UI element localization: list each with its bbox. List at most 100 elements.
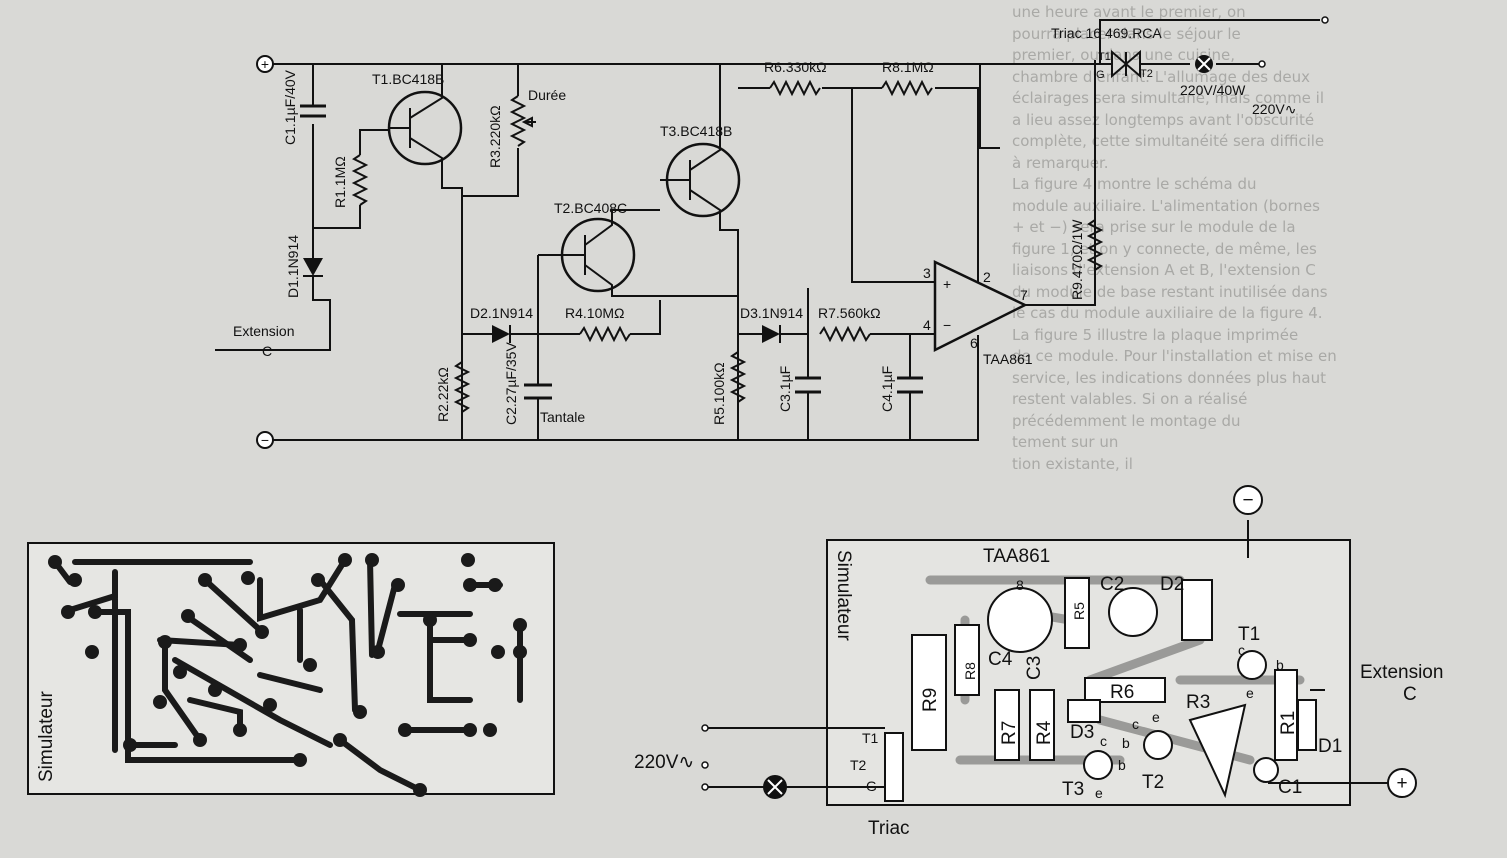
tantale-label: Tantale [540,409,585,425]
c3-capacitor-icon [795,376,821,394]
layout-extension-letter: C [1403,684,1417,705]
d2-label: D2.1N914 [470,305,533,321]
lamp-label: 220V/40W [1180,82,1246,98]
layout-triac-t2: T2 [850,757,867,773]
triac-part [884,732,904,802]
r3-label: R3.220kΩ [487,105,503,168]
r4-part-label: R4 [1034,720,1055,745]
d2-diode-icon [492,325,510,343]
c1-capacitor-icon [300,104,326,118]
r5-part [1064,577,1090,649]
component-layout: Simulateur R9 TAA861 8 C2 R5 D2 R8 C4 C3… [634,485,1443,839]
extension-label: Extension [233,323,294,339]
article-line: éclairages sera simultané, mais comme il [1012,89,1325,107]
article-line: de ce module. Pour l'installation et mis… [1012,347,1337,365]
d2-part [1181,579,1213,641]
minus-terminal-icon [256,431,274,449]
minus-terminal-label: − [261,432,269,448]
r5-part-label: R5 [1071,602,1087,620]
r8-part-label: R8 [962,662,978,680]
t3-label: T3.BC418B [660,123,732,139]
r1-label: R1.1MΩ [332,156,348,208]
article-line: chambre d'enfant. L'allumage des deux [1012,67,1310,86]
d3-diode-icon [762,325,780,343]
svg-text:+: + [943,276,951,292]
article-line: module auxiliaire. L'alimentation (borne… [1012,196,1320,215]
taa861-ic-icon [933,260,1028,353]
mains-label: 220V∿ [1252,101,1296,117]
r6-part [1084,677,1166,703]
layout-extension-label: Extension [1360,662,1443,683]
article-line: + et −) sera prise sur le module de la [1012,218,1296,236]
article-line: a lieu assez longtemps avant l'obscurité [1012,110,1315,129]
c2-part-label: C2 [1100,574,1124,595]
r4-resistor-icon [579,325,631,343]
t2-part-label: T2 [1142,772,1164,793]
article-line: précédemment le montage du [1012,411,1241,430]
layout-plus-terminal-icon [1387,768,1417,798]
d3-label: D3.1N914 [740,305,803,321]
r8-part [954,624,980,696]
triac-t2: T2 [1140,68,1153,80]
t1-transistor-icon [387,90,463,166]
plus-terminal-label: + [261,56,269,72]
pcb-copper-side: Simulateur [27,542,555,797]
r5-label: R5.100kΩ [711,362,727,425]
layout-plus-terminal: + [1396,773,1407,794]
ic-pin-7: 7 [1020,287,1028,303]
article-line: une heure avant le premier, on [1012,3,1246,21]
article-line: premier, ou dans une cuisine, [1012,46,1235,64]
r7-part-label: R7 [999,721,1020,745]
ic-pin-3: 3 [923,265,931,281]
svg-text:b: b [1276,657,1284,673]
d1-part-label: D1 [1318,736,1342,757]
article-line: pourra placer dans le séjour le [1012,24,1241,43]
pcb-pads [48,553,527,797]
c2-part [1108,587,1158,637]
layout-triac-t1: T1 [862,730,879,746]
c4-capacitor-icon [897,376,923,394]
r8-label: R8.1MΩ [882,59,934,75]
r9-resistor-icon [1086,219,1104,271]
r6-part-label: R6 [1110,682,1134,703]
plus-terminal-icon [256,55,274,73]
svg-text:c: c [1238,642,1245,658]
layout-minus-terminal-icon [1233,485,1263,515]
d3-part-label: D3 [1070,722,1094,743]
d2-part-label: D2 [1160,574,1184,595]
article-line: La figure 5 illustre la plaque imprimée [1012,325,1299,344]
pcb-title: Simulateur [36,691,57,782]
r2-label: R2.22kΩ [435,367,451,422]
article-line: tion existante, il [1012,454,1133,473]
r6-resistor-icon [769,79,821,97]
c3-part-label: C3 [1024,656,1045,680]
svg-text:e: e [1095,785,1103,801]
ic-label: TAA861 [983,351,1033,367]
r3-part-label: R3 [1186,692,1210,713]
r2-resistor-icon [453,361,471,413]
taa861-part [987,587,1053,653]
ic-pin-4: 4 [923,317,931,333]
extension-letter: C [262,343,272,359]
r1-resistor-icon [351,154,369,206]
article-line: liaisons d'extension A et B, l'extension… [1012,261,1316,279]
svg-text:e: e [1152,709,1160,725]
r6-label: R6.330kΩ [764,59,827,75]
t1-label: T1.BC418B [372,71,444,87]
layout-ic-pin: 8 [1016,577,1024,593]
r4-part [1029,689,1055,761]
c4-part-label: C4 [988,649,1013,670]
r9-part [911,634,947,751]
t1-part-label: T1 [1238,624,1260,645]
triac-t1: T1 [1098,51,1111,63]
duree-label: Durée [528,87,566,103]
r1-part-label: R1 [1278,711,1299,735]
t1-part [1237,650,1267,680]
c1-part [1253,757,1279,783]
d3-part [1067,699,1101,723]
r5-resistor-icon [729,351,747,403]
c2-capacitor-icon [524,383,552,400]
pcb-traces [52,557,523,793]
layout-ic-label: TAA861 [983,546,1050,567]
